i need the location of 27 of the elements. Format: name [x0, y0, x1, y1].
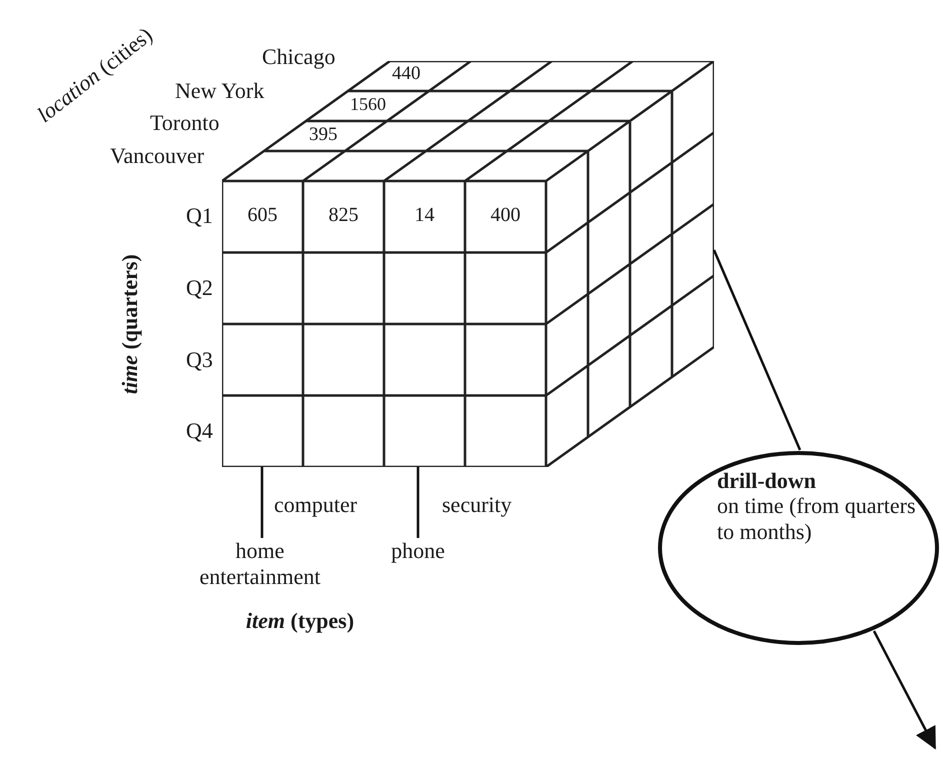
quarter-label: Q1 — [186, 203, 213, 230]
callout-ellipse — [657, 450, 940, 646]
item-label: computer — [274, 492, 358, 518]
item-label: security — [442, 492, 512, 518]
cell-value: 1560 — [350, 94, 386, 116]
item-label: phone — [383, 538, 453, 566]
callout-text: on time (from quarters to months) — [717, 493, 917, 544]
cell-value: 14 — [414, 203, 436, 227]
cell-value: 440 — [392, 63, 420, 86]
quarter-label: Q2 — [186, 275, 213, 302]
axis-title: time (quarters) — [116, 253, 143, 396]
leader-line — [416, 467, 420, 538]
city-label: Vancouver — [110, 143, 204, 170]
cell-value: 605 — [246, 203, 278, 227]
city-label: Toronto — [150, 110, 220, 136]
city-label: Chicago — [262, 44, 336, 70]
arrow — [872, 630, 936, 750]
item-label: home entertainment — [185, 538, 335, 594]
cell-value: 395 — [309, 124, 338, 147]
leader-line — [260, 467, 264, 538]
axis-title: item (types) — [244, 608, 356, 634]
cell-value: 825 — [328, 203, 360, 227]
callout-heading: drill-down — [717, 468, 818, 494]
quarter-label: Q4 — [186, 418, 213, 444]
cell-value: 400 — [490, 203, 522, 227]
city-label: New York — [175, 78, 264, 104]
quarter-label: Q3 — [186, 347, 213, 374]
